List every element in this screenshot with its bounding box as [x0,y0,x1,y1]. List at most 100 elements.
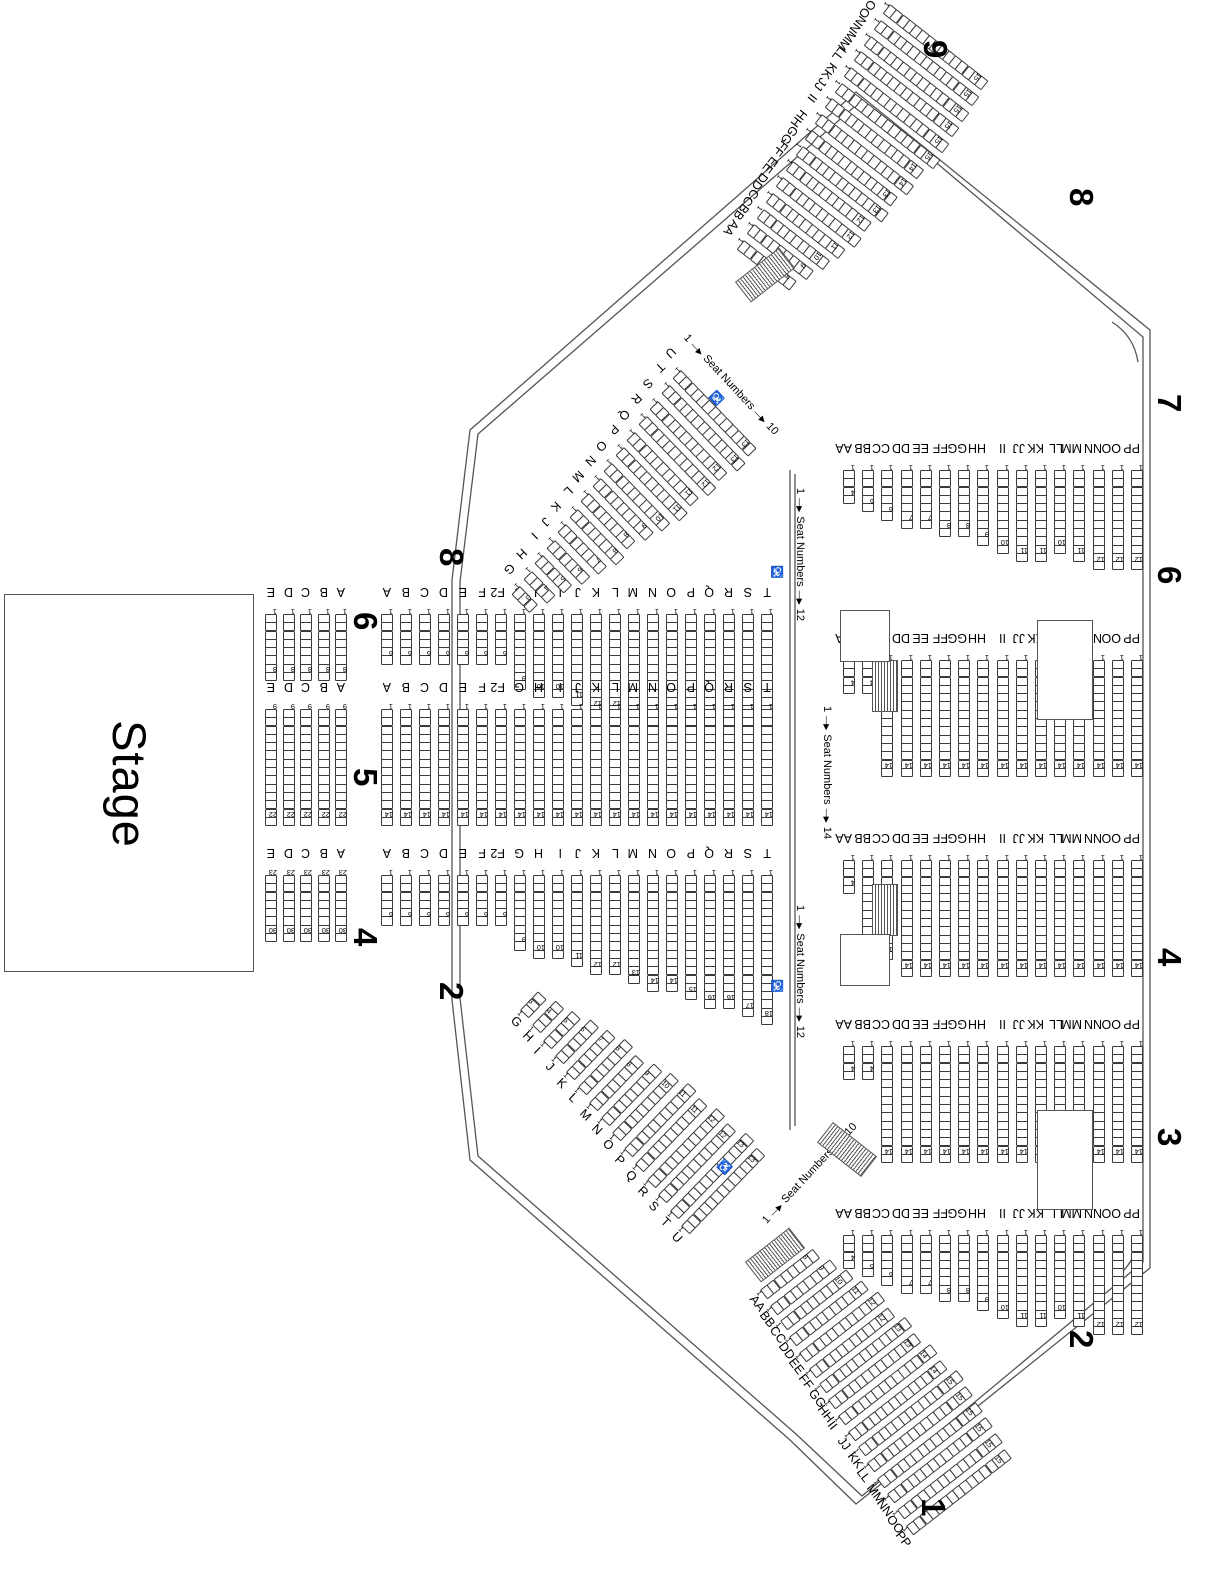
row-last-seat-number: 6 [889,504,894,514]
seat-row[interactable] [938,860,951,978]
row-label: Q [704,680,714,694]
row-label: T [763,846,771,860]
seat-row[interactable] [842,470,855,505]
row-label: B [401,680,410,694]
row-last-seat-number: 14 [479,810,488,820]
seat-row[interactable] [900,860,913,978]
seat-row[interactable] [938,660,951,778]
seat-row[interactable] [996,860,1009,978]
seat-row[interactable] [1130,1046,1143,1164]
seat-row[interactable] [703,709,716,827]
seat-row[interactable] [760,875,773,1026]
seat-row[interactable] [722,709,735,827]
annotation-arrow-left: —▶ [822,716,832,731]
seat-row[interactable] [570,709,583,827]
seat-row[interactable] [646,709,659,827]
row-first-seat-number: 9 [308,702,313,712]
seat-row[interactable] [513,709,526,827]
seat-row[interactable] [1034,860,1047,978]
seat-row[interactable] [665,875,678,993]
seat-row[interactable] [418,709,431,827]
seat-row[interactable] [760,709,773,827]
seat-row[interactable] [1111,860,1124,978]
seat-row[interactable] [665,709,678,827]
seat-row[interactable] [919,1046,932,1164]
seat-row[interactable] [900,1046,913,1164]
row-last-seat-number: 8 [946,521,951,531]
seat-row[interactable] [957,1046,971,1164]
seat-row[interactable] [1053,860,1067,978]
seat-row[interactable] [335,709,348,827]
seat-row[interactable] [437,709,450,827]
seat-row[interactable] [900,660,913,778]
seat-row[interactable] [646,875,659,993]
row-last-seat-number: 14 [961,1147,971,1157]
seat-row[interactable] [842,660,855,695]
row-first-seat-number: 1 [581,488,591,498]
row-last-seat-number: 12 [1134,554,1143,564]
seat-row[interactable] [684,709,697,827]
seat-row[interactable] [1015,660,1028,778]
row-label: II [998,1206,1006,1220]
row-label: R [723,585,733,599]
seat-row[interactable] [264,709,277,827]
row-last-seat-number: 7 [927,1278,932,1288]
seat-row[interactable] [1092,860,1105,978]
seat-row[interactable] [919,860,932,978]
seat-row[interactable] [299,709,313,827]
seat-row[interactable] [1130,660,1143,778]
seat-row[interactable] [608,709,621,827]
seat-row[interactable] [957,860,971,978]
seat-row[interactable] [627,709,640,827]
row-label: CC [872,831,891,845]
seat-row[interactable] [1130,860,1143,978]
seat-row[interactable] [996,1046,1009,1164]
seat-row[interactable] [741,709,754,827]
seat-row[interactable] [399,709,412,827]
seat-row[interactable] [475,709,488,827]
seat-row[interactable] [741,875,754,1017]
seat-row[interactable] [722,875,735,1009]
seat-row[interactable] [551,709,564,827]
seat-row[interactable] [1111,1046,1124,1164]
seat-row[interactable] [957,660,971,778]
seat-row[interactable] [456,709,469,827]
seat-row[interactable] [996,660,1009,778]
row-first-seat-number: 1 [1023,653,1028,663]
section-number-4: 4 [1151,948,1188,967]
row-last-seat-number: 14 [904,1147,913,1157]
annotation-from-value: 1 [794,488,806,495]
seat-row[interactable] [532,709,545,827]
seat-row[interactable] [703,875,716,1009]
seat-row[interactable] [1111,660,1124,778]
seat-row[interactable] [317,709,330,827]
seat-row[interactable] [1073,860,1086,978]
seat-row[interactable] [494,709,507,827]
seat-row[interactable] [1015,860,1028,978]
seat-row[interactable] [589,709,602,827]
seat-row[interactable] [938,1046,951,1164]
seat-row[interactable] [861,1046,875,1081]
seat-row[interactable] [842,1235,855,1270]
seat-row[interactable] [842,860,855,895]
seat-row[interactable] [842,1046,855,1081]
seat-row[interactable] [919,660,932,778]
row-label: T [652,360,668,376]
seat-row[interactable] [977,860,990,978]
row-first-seat-number: 1 [654,607,659,617]
seat-row[interactable] [977,1046,990,1164]
row-last-seat-number: 17 [745,1001,754,1011]
seat-row[interactable] [282,709,295,827]
seat-row[interactable] [977,660,990,778]
row-label: FF [932,441,948,455]
seat-row[interactable] [1092,1046,1105,1164]
seat-row[interactable] [881,1046,894,1164]
seat-row[interactable] [1015,1046,1028,1164]
vault-lower [840,934,890,986]
seat-row[interactable] [627,875,640,984]
row-last-seat-number: 14 [942,761,951,771]
seat-row[interactable] [684,875,697,1001]
row-label: PP [1123,441,1140,455]
row-first-seat-number: 1 [833,78,844,88]
seat-row[interactable] [1092,660,1105,778]
